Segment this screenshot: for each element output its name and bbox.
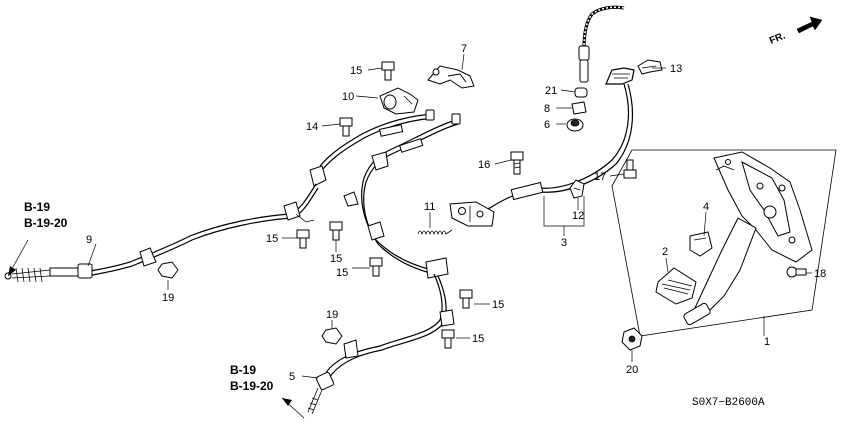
- part-17-bolt: [623, 159, 637, 179]
- part-4-switch: [689, 231, 713, 257]
- cable-end-rod: [579, 59, 589, 83]
- front-cable-sleeve: [510, 181, 544, 201]
- rear-right-cable: [307, 113, 461, 415]
- callout-15-left: 15: [266, 233, 278, 245]
- part-15-bolt-c: [369, 257, 383, 277]
- callout-numbers: 1 2 3 4 5 6 7 8 9 10 11 12 13 14 15 15 1…: [86, 43, 826, 383]
- part-16-bolt: [510, 151, 524, 175]
- callout-3: 3: [561, 237, 567, 249]
- callout-19-left: 19: [162, 292, 174, 304]
- part-6-grommet: [566, 118, 584, 132]
- callout-2: 2: [662, 246, 668, 258]
- callout-19-bottom: 19: [326, 309, 338, 321]
- front-arrow-icon: [796, 16, 823, 34]
- part-19-nut-bottom: [321, 327, 343, 345]
- part-15-bolt-b: [329, 221, 343, 241]
- part-12-clip: [569, 179, 585, 199]
- callout-8: 8: [544, 103, 550, 115]
- diagram-code: S0X7−B2600A: [692, 397, 765, 409]
- part-1-pedal-assembly: [683, 151, 813, 326]
- callout-12: 12: [572, 210, 584, 222]
- front-cable-assembly: [449, 5, 635, 227]
- callout-15-right: 15: [492, 299, 504, 311]
- ref-b19-20-bottom: B-19-20: [230, 379, 274, 393]
- callout-21: 21: [545, 85, 557, 97]
- callout-20: 20: [626, 364, 638, 376]
- part-20-nut: [621, 327, 643, 351]
- part-2-pedal-pad: [655, 267, 697, 305]
- part-13-clip: [637, 59, 663, 75]
- callout-15-lower: 15: [472, 333, 484, 345]
- rear-left-cable: [4, 109, 435, 283]
- ref-b19-20-left: B-19-20: [24, 216, 68, 230]
- part-7-bracket: [427, 65, 475, 89]
- equalizer: [449, 201, 495, 227]
- part-15-bolt-e: [441, 329, 455, 349]
- part-21-pin: [574, 87, 588, 98]
- part-19-nut-left: [157, 261, 179, 279]
- leader-lines: [87, 53, 812, 379]
- part-11-spring: [417, 229, 453, 236]
- part-15-bolt-top: [381, 61, 395, 81]
- ref-b19-bottom: B-19: [230, 363, 256, 377]
- callout-14: 14: [306, 121, 318, 133]
- part-18-bolt: [786, 266, 807, 278]
- part-10-holder: [379, 87, 419, 115]
- pedal-assembly-box: [611, 149, 837, 337]
- part-14-bolt: [339, 117, 353, 137]
- part-15-bolt-d: [459, 289, 473, 309]
- cable-end-fitting: [578, 45, 590, 61]
- callout-1: 1: [764, 336, 770, 348]
- callout-4: 4: [703, 201, 709, 213]
- callout-16: 16: [478, 159, 490, 171]
- ref-b19-left: B-19: [24, 200, 50, 214]
- callout-15-center: 15: [336, 267, 348, 279]
- callout-6: 6: [544, 119, 550, 131]
- callout-15-mid: 15: [330, 253, 342, 265]
- callout-9: 9: [86, 234, 92, 246]
- callout-10: 10: [342, 91, 354, 103]
- front-direction-marker: FR.: [768, 16, 823, 47]
- callout-13: 13: [670, 63, 682, 75]
- callout-11: 11: [424, 201, 435, 213]
- callout-17: 17: [594, 171, 606, 183]
- callout-7: 7: [461, 43, 467, 55]
- callout-18: 18: [814, 268, 826, 280]
- callout-15-top: 15: [350, 65, 362, 77]
- part-8-nut: [571, 101, 587, 115]
- callout-5: 5: [289, 371, 295, 383]
- front-direction-label: FR.: [768, 30, 787, 46]
- part-15-bolt-a: [296, 229, 310, 249]
